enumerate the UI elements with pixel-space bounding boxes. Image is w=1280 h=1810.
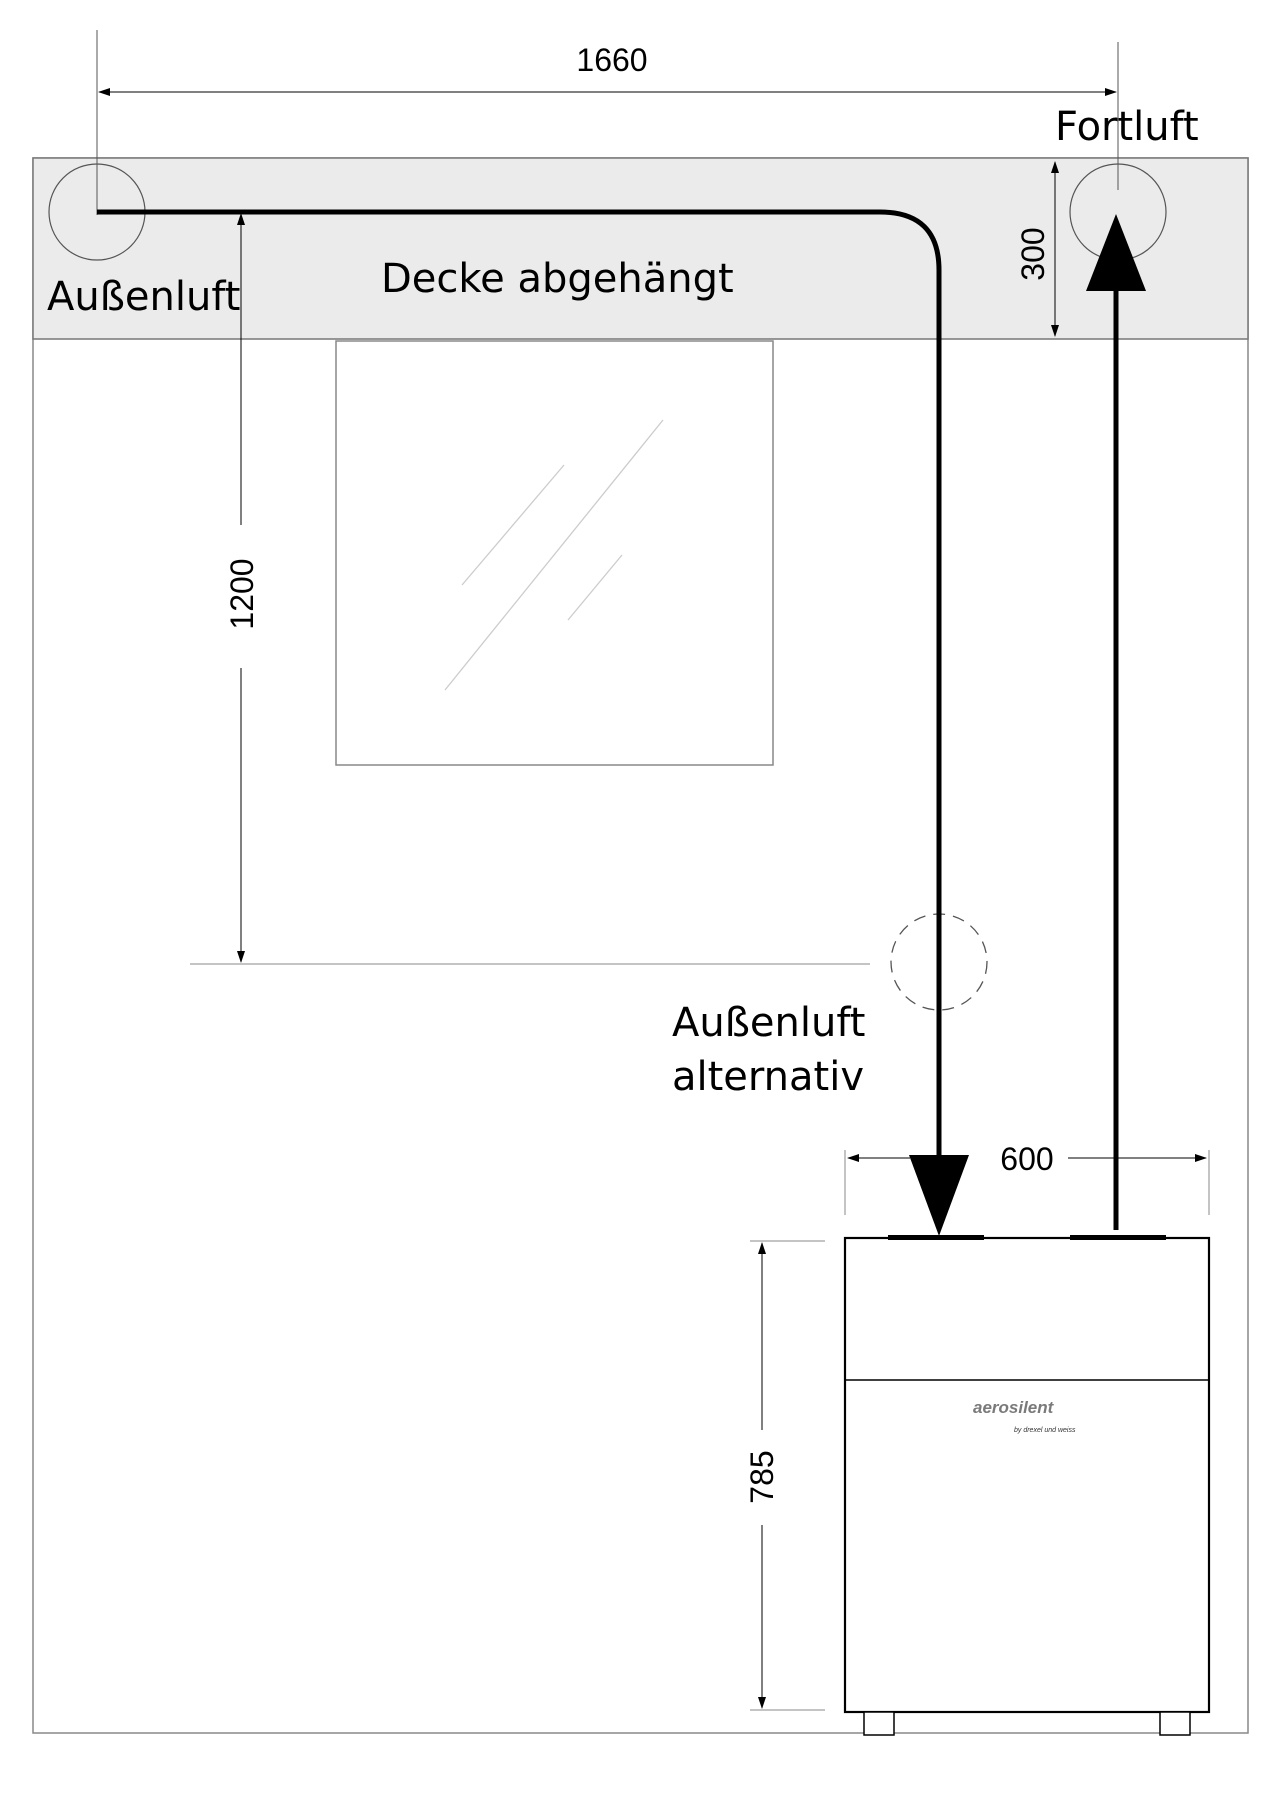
dimension-unit-height: [750, 1240, 825, 1711]
label-outside-air-alternative-1: Außenluft: [672, 1000, 865, 1046]
dimension-unit-height-label: 785: [744, 1450, 780, 1503]
unit-brand-subtitle: by drexel und weiss: [1014, 1427, 1076, 1434]
dimension-ceiling-height-label: 300: [1015, 227, 1051, 280]
outside-air-path: [97, 209, 942, 1178]
outside-air-arrowhead: [909, 1155, 969, 1236]
label-suspended-ceiling: Decke abgehängt: [381, 256, 734, 302]
label-outside-air: Außenluft: [47, 274, 240, 320]
dimension-width-total-label: 1660: [576, 42, 647, 78]
window: [335, 340, 774, 766]
unit-brand-logo: aerosilent: [973, 1398, 1055, 1417]
dimension-intake-height-label: 1200: [224, 558, 260, 629]
ventilation-unit: [843, 1235, 1211, 1736]
dimension-unit-width: [844, 1150, 1210, 1215]
dimension-unit-width-label: 600: [1000, 1141, 1053, 1177]
dimension-intake-height: [190, 213, 870, 965]
exhaust-air-arrowhead: [1086, 214, 1146, 291]
dimension-width-total: [96, 30, 1119, 215]
label-outside-air-alternative-2: alternativ: [672, 1054, 864, 1100]
label-exhaust-air: Fortluft: [1055, 104, 1199, 150]
